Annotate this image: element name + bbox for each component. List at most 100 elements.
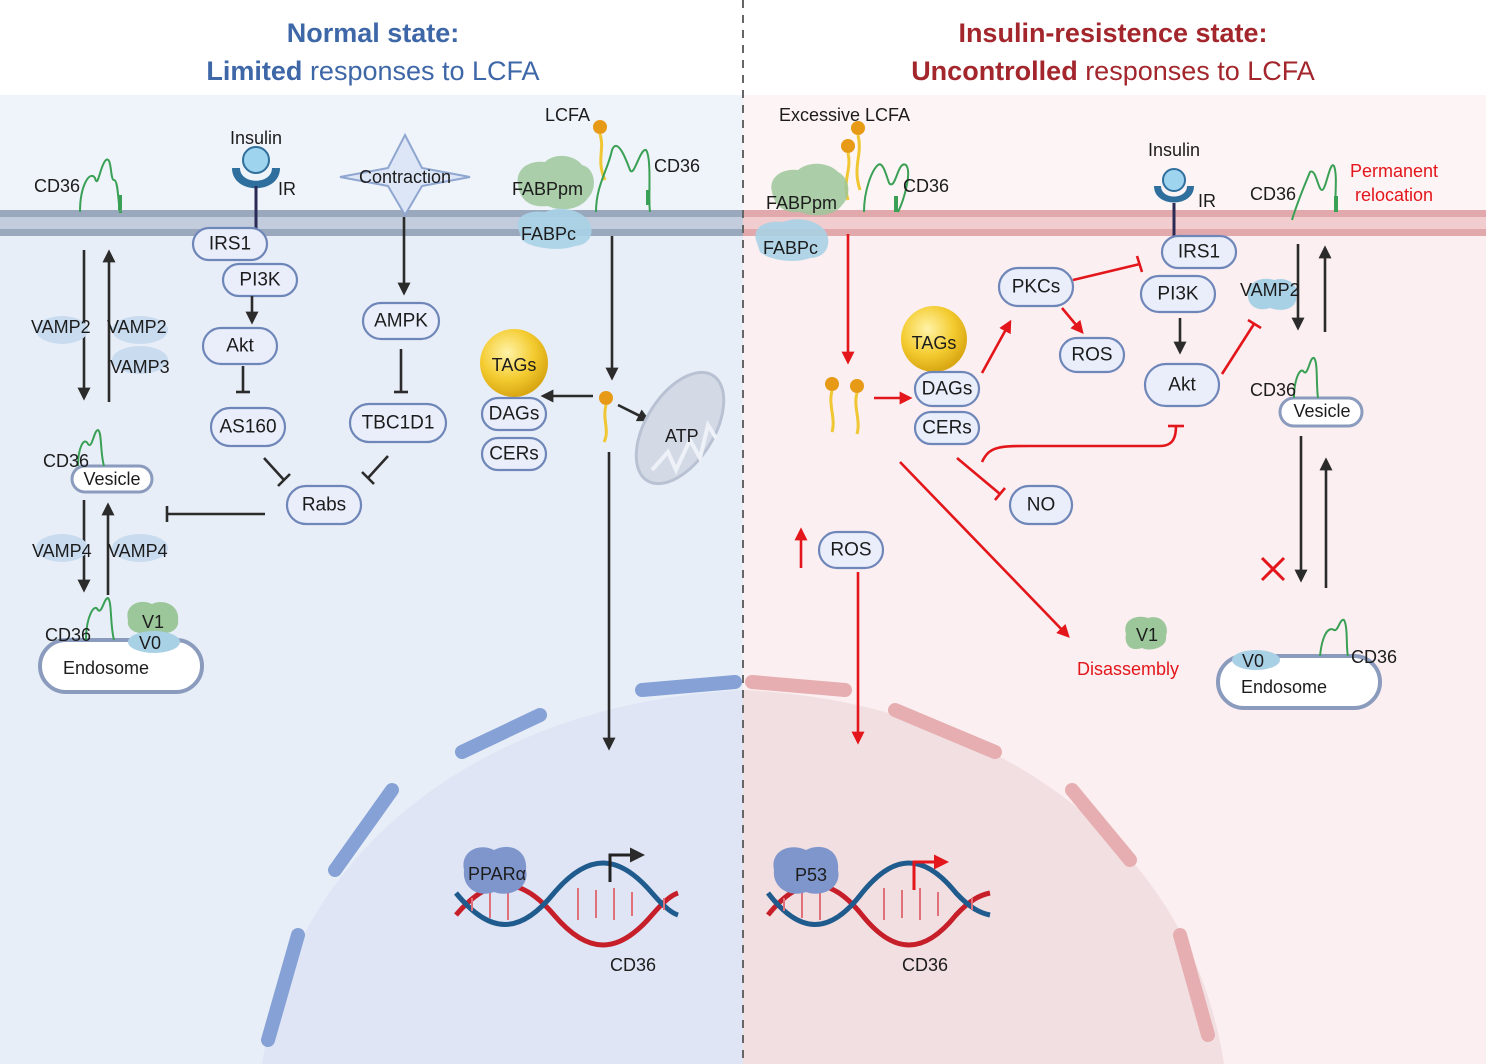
cd36-left-top-label: CD36 xyxy=(34,176,80,196)
cd36-right-membrane-icon xyxy=(863,163,910,213)
cd36-right-top-label: CD36 xyxy=(1250,184,1296,204)
fabpc-right-label: FABPc xyxy=(763,238,818,258)
vamp3-icon xyxy=(112,346,168,374)
lipids-to-v1-disassembly-arrow xyxy=(899,461,1070,638)
pkcs-node: PKCs xyxy=(997,266,1075,308)
lcfa-to-atp-arrow xyxy=(617,403,651,422)
cd36-endosome-left-label: CD36 xyxy=(45,625,91,645)
ir-nuclear-envelope xyxy=(745,675,1215,1042)
cd36-right-membrane-label: CD36 xyxy=(903,176,949,196)
vamp2-right-icon xyxy=(1247,278,1297,310)
blocked-trafficking-icon xyxy=(1260,556,1286,582)
normal-extracellular xyxy=(0,95,743,215)
svg-text:CERs: CERs xyxy=(922,418,972,439)
v1-right-label: V1 xyxy=(1136,625,1158,645)
contraction-label: Contraction xyxy=(359,167,451,187)
akt-right-node: Akt xyxy=(1143,362,1221,408)
irs1-left-node: IRS1 xyxy=(191,226,269,262)
transcription-start-left-icon xyxy=(608,847,645,882)
fabpc-left-label: FABPc xyxy=(521,224,576,244)
vamp4-left-label: VAMP4 xyxy=(32,541,92,561)
vesicle-right-icon xyxy=(1278,396,1364,428)
tags-right-icon xyxy=(901,306,967,372)
permanent-relocation-line2: relocation xyxy=(1355,185,1433,205)
svg-text:TBC1D1: TBC1D1 xyxy=(362,413,435,434)
cers-inhibits-akt xyxy=(980,424,1184,463)
ir-right-label: IR xyxy=(1198,191,1216,211)
dags-left-node: DAGs xyxy=(480,396,548,432)
excessive-lcfa-label: Excessive LCFA xyxy=(779,105,910,125)
disassembly-label: Disassembly xyxy=(1077,659,1179,679)
pkcs-to-ros-arrow xyxy=(1061,307,1084,334)
vamp2-left-icon xyxy=(36,316,88,344)
dags-to-pkcs-arrow xyxy=(980,319,1012,374)
as160-node: AS160 xyxy=(209,406,287,448)
cd36-left-top-icon xyxy=(79,158,122,213)
p53-label: P53 xyxy=(795,865,827,885)
svg-text:AS160: AS160 xyxy=(219,417,276,438)
svg-text:NO: NO xyxy=(1027,495,1056,516)
ir-nucleus xyxy=(743,690,1224,1064)
vesicle-left-label: Vesicle xyxy=(83,469,140,489)
insulin-right-icon xyxy=(1162,168,1186,192)
insulin-right-label: Insulin xyxy=(1148,140,1200,160)
dags-right-node: DAGs xyxy=(913,370,981,408)
pi3k-right-node: PI3K xyxy=(1139,274,1217,314)
cd36-vesicle-left-icon xyxy=(77,428,105,467)
cd36-vesicle-right-label: CD36 xyxy=(1250,380,1296,400)
lcfa-intracellular-tail xyxy=(602,404,608,443)
lcfa-intracellular-right-icon xyxy=(825,377,864,435)
rabs-inhibits-vesicle xyxy=(165,506,265,522)
cd36-endosome-right-label: CD36 xyxy=(1351,647,1397,667)
normal-title-emphasis: Limited xyxy=(206,56,302,86)
normal-title-line1: Normal state: xyxy=(287,18,460,48)
normal-plasma-membrane xyxy=(0,210,743,236)
svg-text:PI3K: PI3K xyxy=(239,270,281,291)
lcfa-left-head xyxy=(593,120,607,134)
p53-icon xyxy=(773,846,839,894)
tbc1d1-inhibits-rabs xyxy=(361,455,389,485)
svg-text:Akt: Akt xyxy=(226,336,254,357)
no-node: NO xyxy=(1008,484,1074,526)
vesicle-left-icon xyxy=(70,464,154,494)
fabpc-left-icon xyxy=(517,208,592,249)
tags-right-label: TAGs xyxy=(912,333,957,353)
fabpc-right-icon xyxy=(755,219,829,261)
endosome-left-icon xyxy=(38,638,204,694)
svg-text:IRS1: IRS1 xyxy=(1178,242,1220,263)
cd36-vesicle-right-icon xyxy=(1293,357,1319,399)
svg-text:IRS1: IRS1 xyxy=(209,234,251,255)
v0-right-icon xyxy=(1232,650,1280,670)
vesicle-right-label: Vesicle xyxy=(1293,401,1350,421)
svg-text:ROS: ROS xyxy=(830,540,871,561)
svg-text:Rabs: Rabs xyxy=(302,495,346,516)
cd36-right-top-icon xyxy=(1291,164,1337,221)
fabppm-right-label: FABPpm xyxy=(766,193,837,213)
rabs-node: Rabs xyxy=(285,484,363,526)
normal-nuclear-envelope xyxy=(261,675,742,1047)
cd36-left-membrane-label: CD36 xyxy=(654,156,700,176)
vamp2-right-label: VAMP2 xyxy=(107,317,167,337)
cd36-gene-right-label: CD36 xyxy=(902,955,948,975)
akt-inhibits-vamp2 xyxy=(1220,318,1262,375)
cd36-vesicle-left-label: CD36 xyxy=(43,451,89,471)
svg-text:DAGs: DAGs xyxy=(922,379,973,400)
svg-text:DAGs: DAGs xyxy=(489,404,540,425)
transcription-start-right-icon xyxy=(912,854,949,890)
lcfa-intracellular-head xyxy=(599,391,613,405)
lcfa-left-label: LCFA xyxy=(545,105,590,125)
tags-left-icon xyxy=(480,329,548,397)
irs1-right-node: IRS1 xyxy=(1160,234,1238,270)
v1-left-label: V1 xyxy=(142,612,164,632)
ros-top-node: ROS xyxy=(1058,336,1126,374)
fabppm-left-label: FABPpm xyxy=(512,179,583,199)
tbc1d1-node: TBC1D1 xyxy=(348,402,448,444)
vamp2-right-icon xyxy=(112,316,168,344)
cd36-gene-left-label: CD36 xyxy=(610,955,656,975)
svg-text:CERs: CERs xyxy=(489,444,539,465)
vamp3-label: VAMP3 xyxy=(110,357,170,377)
cers-inhibits-no xyxy=(956,457,1006,501)
ros-mid-node: ROS xyxy=(817,530,885,570)
cd36-left-membrane-icon xyxy=(595,145,651,213)
mitochondrion-icon xyxy=(634,370,726,486)
